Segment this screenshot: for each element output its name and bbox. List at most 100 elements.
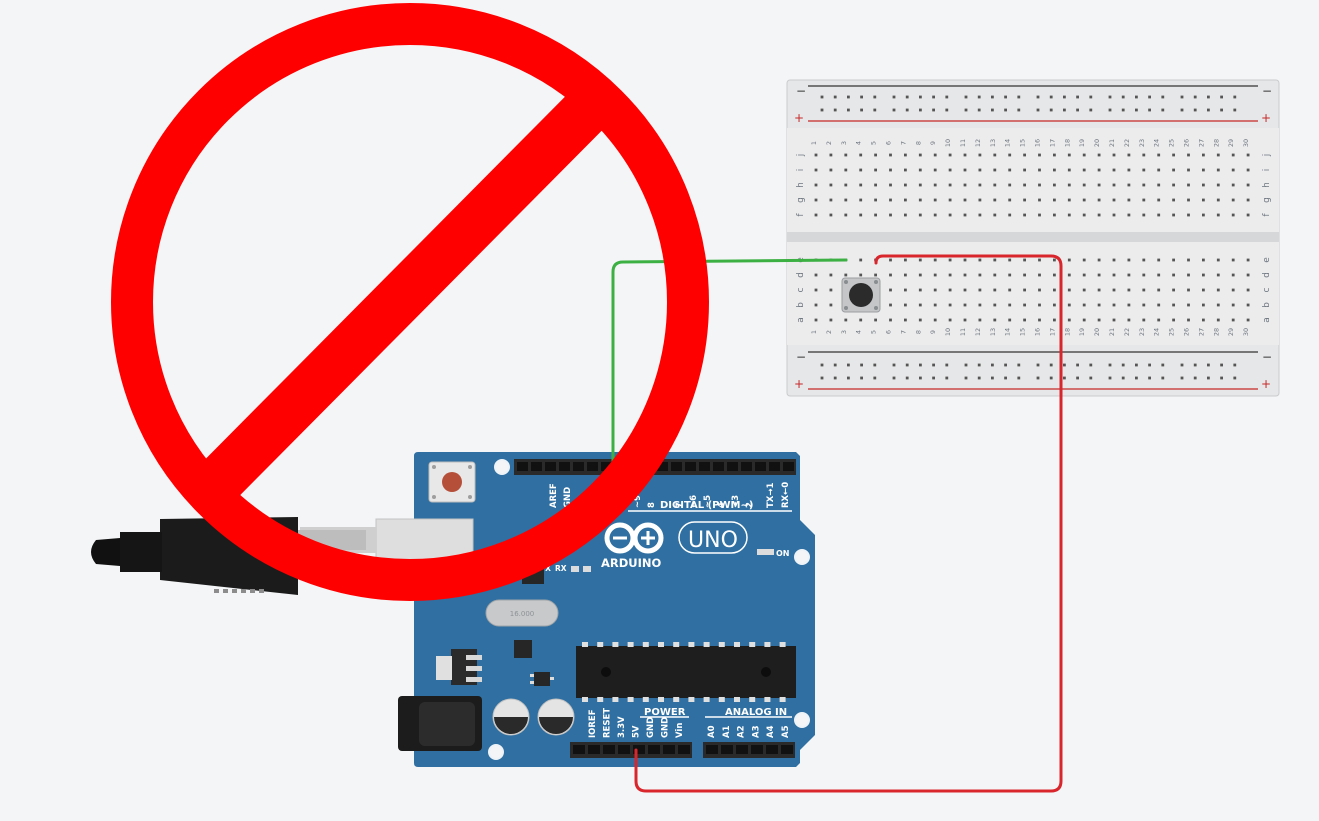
breadboard-hole[interactable]	[1187, 168, 1190, 172]
header-pin-slot[interactable]	[587, 462, 598, 471]
breadboard-hole[interactable]	[1246, 273, 1250, 277]
rail-hole[interactable]	[873, 376, 877, 380]
rail-hole[interactable]	[1148, 363, 1151, 367]
header-pin-slot[interactable]	[573, 462, 584, 471]
breadboard-hole[interactable]	[1038, 213, 1041, 217]
breadboard-hole[interactable]	[904, 258, 907, 262]
breadboard-hole[interactable]	[1023, 273, 1026, 277]
rail-hole[interactable]	[945, 108, 949, 112]
breadboard-hole[interactable]	[1112, 318, 1116, 322]
breadboard-hole[interactable]	[814, 213, 818, 217]
breadboard-hole[interactable]	[859, 168, 863, 172]
rail-hole[interactable]	[1004, 95, 1007, 99]
breadboard-hole[interactable]	[918, 198, 922, 202]
breadboard-hole[interactable]	[874, 198, 877, 202]
rail-hole[interactable]	[1135, 108, 1138, 112]
header-pin-slot[interactable]	[517, 462, 528, 471]
breadboard-hole[interactable]	[1023, 198, 1026, 202]
breadboard-hole[interactable]	[1127, 273, 1131, 277]
breadboard-hole[interactable]	[1038, 318, 1041, 322]
breadboard-hole[interactable]	[933, 288, 937, 292]
breadboard-hole[interactable]	[1053, 183, 1056, 187]
breadboard-hole[interactable]	[978, 318, 982, 322]
breadboard-hole[interactable]	[1216, 183, 1220, 187]
breadboard-hole[interactable]	[1008, 273, 1012, 277]
breadboard-hole[interactable]	[859, 153, 863, 157]
breadboard-hole[interactable]	[1157, 213, 1161, 217]
breadboard-hole[interactable]	[948, 303, 952, 307]
rail-hole[interactable]	[860, 363, 863, 367]
breadboard-hole[interactable]	[1216, 288, 1220, 292]
rail-hole[interactable]	[1148, 95, 1151, 99]
breadboard-hole[interactable]	[1082, 168, 1086, 172]
rail-hole[interactable]	[1036, 95, 1040, 99]
rail-hole[interactable]	[1233, 95, 1237, 99]
rail-hole[interactable]	[964, 376, 968, 380]
breadboard-hole[interactable]	[904, 198, 907, 202]
header-pin-slot[interactable]	[633, 745, 645, 754]
breadboard-hole[interactable]	[814, 318, 818, 322]
rail-hole[interactable]	[1135, 363, 1138, 367]
breadboard-hole[interactable]	[1172, 183, 1175, 187]
breadboard-hole[interactable]	[1082, 288, 1086, 292]
rail-hole[interactable]	[847, 363, 850, 367]
breadboard-hole[interactable]	[1231, 273, 1235, 277]
breadboard-hole[interactable]	[1053, 273, 1056, 277]
rail-hole[interactable]	[1193, 363, 1197, 367]
header-pin-slot[interactable]	[657, 462, 668, 471]
breadboard-hole[interactable]	[1231, 183, 1235, 187]
rail-hole[interactable]	[1207, 108, 1210, 112]
breadboard-hole[interactable]	[1172, 153, 1175, 157]
breadboard-hole[interactable]	[918, 213, 922, 217]
rail-hole[interactable]	[1207, 376, 1210, 380]
breadboard-hole[interactable]	[1172, 318, 1175, 322]
rail-hole[interactable]	[1148, 108, 1151, 112]
breadboard-hole[interactable]	[1172, 213, 1175, 217]
breadboard-hole[interactable]	[1097, 288, 1101, 292]
breadboard-hole[interactable]	[859, 213, 863, 217]
breadboard-hole[interactable]	[1202, 198, 1205, 202]
header-pin-slot[interactable]	[685, 462, 696, 471]
breadboard-hole[interactable]	[889, 303, 892, 307]
rail-hole[interactable]	[847, 108, 850, 112]
breadboard-hole[interactable]	[933, 318, 937, 322]
breadboard-hole[interactable]	[1216, 168, 1220, 172]
breadboard-hole[interactable]	[889, 213, 892, 217]
breadboard-hole[interactable]	[963, 183, 967, 187]
breadboard-hole[interactable]	[1202, 153, 1205, 157]
breadboard-hole[interactable]	[1112, 258, 1116, 262]
breadboard-hole[interactable]	[993, 258, 997, 262]
rail-hole[interactable]	[1207, 363, 1210, 367]
breadboard-hole[interactable]	[933, 183, 937, 187]
breadboard-hole[interactable]	[1127, 153, 1131, 157]
breadboard-hole[interactable]	[918, 183, 922, 187]
breadboard-hole[interactable]	[844, 183, 848, 187]
breadboard-hole[interactable]	[1157, 183, 1161, 187]
breadboard-hole[interactable]	[844, 213, 848, 217]
breadboard-hole[interactable]	[1127, 303, 1131, 307]
breadboard-hole[interactable]	[1082, 318, 1086, 322]
header-pin-slot[interactable]	[766, 745, 778, 754]
rail-hole[interactable]	[1017, 376, 1021, 380]
push-button[interactable]	[841, 277, 881, 313]
breadboard-hole[interactable]	[844, 318, 848, 322]
breadboard-hole[interactable]	[1023, 183, 1026, 187]
rail-hole[interactable]	[1108, 363, 1112, 367]
breadboard-hole[interactable]	[904, 153, 907, 157]
breadboard-hole[interactable]	[889, 168, 892, 172]
breadboard-hole[interactable]	[948, 288, 952, 292]
breadboard-hole[interactable]	[1157, 288, 1161, 292]
rail-hole[interactable]	[1089, 108, 1093, 112]
rail-hole[interactable]	[1148, 376, 1151, 380]
breadboard-hole[interactable]	[963, 258, 967, 262]
rail-hole[interactable]	[1089, 95, 1093, 99]
breadboard-hole[interactable]	[933, 258, 937, 262]
header-pin-slot[interactable]	[648, 745, 660, 754]
rail-hole[interactable]	[1220, 95, 1223, 99]
breadboard-hole[interactable]	[933, 153, 937, 157]
rail-hole[interactable]	[1233, 376, 1237, 380]
breadboard-hole[interactable]	[814, 168, 818, 172]
breadboard-hole[interactable]	[874, 318, 877, 322]
breadboard-hole[interactable]	[1067, 213, 1071, 217]
header-pin-slot[interactable]	[706, 745, 718, 754]
